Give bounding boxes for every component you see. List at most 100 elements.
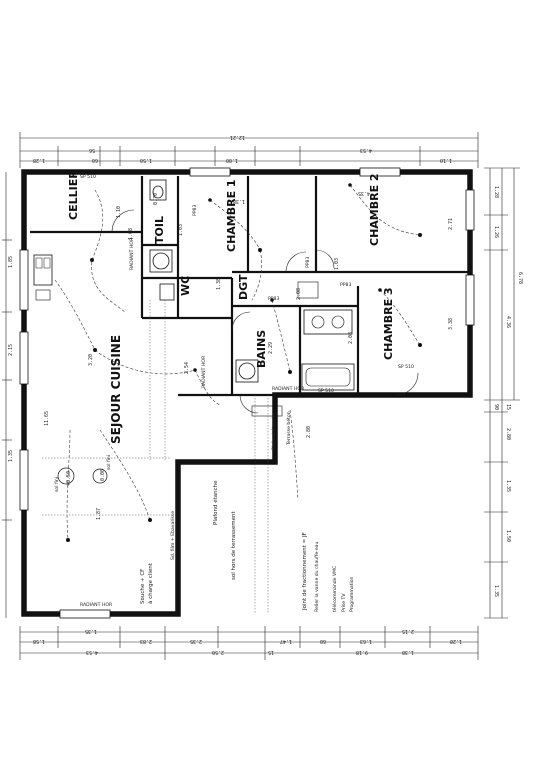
dim-inner-4: 3.20 xyxy=(88,354,94,366)
electrical-circuits xyxy=(42,184,421,614)
dim-bottom-f: 15 xyxy=(268,649,274,655)
dim-inner-8: 2.80 xyxy=(306,426,312,438)
dim-bottom-b: 1.35 xyxy=(85,628,97,634)
dim-bottom-g: 1.47 xyxy=(280,638,292,644)
dim-inner-5: 2.54 xyxy=(184,362,190,374)
dim-right-i: 90 xyxy=(493,404,499,410)
room-chambre-2: CHAMBRE 2 xyxy=(368,173,381,246)
dim-inner-19: -0.06 xyxy=(100,469,106,484)
dim-inner-10: 1.03 xyxy=(334,258,340,270)
dim-right-d: 4.36 xyxy=(505,316,511,328)
dim-inner-1: 4.35 xyxy=(358,190,370,196)
interior-walls xyxy=(30,176,470,397)
note-sol-fini-2: sol fini xyxy=(54,477,60,492)
dim-bottom-e: 2.50 xyxy=(212,649,224,655)
room-cellier: CELLIER xyxy=(67,170,80,220)
room-toilet: TOIL xyxy=(153,216,166,244)
dim-top-f: 1.10 xyxy=(440,157,452,163)
dim-bottom-left: 4.53 xyxy=(86,649,98,655)
dim-bottom-l: 1.38 xyxy=(402,649,414,655)
dim-bottom-a: 1.58 xyxy=(33,638,45,644)
dim-right-e: 2.80 xyxy=(505,428,511,440)
dim-top-d: 1.00 xyxy=(226,157,238,163)
dim-left-a: 1.85 xyxy=(8,256,14,268)
dim-inner-13: 1.38 xyxy=(233,198,245,204)
note-pp-2: PP83 xyxy=(268,296,279,302)
dim-left-b: 2.15 xyxy=(8,344,14,356)
dim-inner-3: 2.71 xyxy=(448,218,454,230)
dim-right-f: 1.35 xyxy=(505,480,511,492)
dim-bottom-j: 2.15 xyxy=(402,628,414,634)
room-labels: CELLIER SEJOUR CUISINE CHAMBRE 1 CHAMBRE… xyxy=(67,170,395,444)
note-plafond-etanche: Plafond étanche xyxy=(212,480,219,525)
room-sejour-cuisine: SEJOUR CUISINE xyxy=(109,335,123,444)
dim-inner-2: 3.38 xyxy=(448,318,454,330)
dim-bottom-i: 1.63 xyxy=(360,638,372,644)
dim-bottom-d: 2.35 xyxy=(190,638,202,644)
dim-top-b: 60 xyxy=(92,157,98,163)
note-legend-3: Relier la vanne du chauffe-eau xyxy=(314,542,320,612)
note-sol-fini-1: sol fini xyxy=(106,455,112,470)
dim-right-c: 6.78 xyxy=(517,272,523,284)
dim-inner-7: 1.87 xyxy=(96,508,102,520)
outlet-symbols xyxy=(66,183,422,542)
dim-bottom-k: 1.28 xyxy=(450,638,462,644)
note-radiant-4: RADIANT HOR xyxy=(272,386,305,392)
note-pp-3: PP83 xyxy=(340,282,351,288)
dim-top-c: 1.50 xyxy=(140,157,152,163)
fixtures xyxy=(33,179,355,485)
room-dgt: DGT xyxy=(237,274,250,300)
dim-top-left: 56 xyxy=(89,147,95,153)
dim-right-h: 1.35 xyxy=(493,585,499,597)
dim-inner-12: 2.08 xyxy=(296,288,302,300)
windows xyxy=(19,167,475,619)
dim-top-e: 4.53 xyxy=(360,147,372,153)
dim-right-a: 1.28 xyxy=(493,186,499,198)
note-legend-2: Programmation xyxy=(349,576,355,612)
dim-right-g: 1.50 xyxy=(505,530,511,542)
note-legend-4: Prise TV xyxy=(341,593,347,612)
dim-left-c: 1.35 xyxy=(8,450,14,462)
note-souche: Souche + CF xyxy=(140,569,146,604)
dim-inner-6: 11.65 xyxy=(44,411,50,426)
dim-bottom-h: 60 xyxy=(320,638,326,644)
dim-right-b: 1.26 xyxy=(493,226,499,238)
note-cheminee: à charge client xyxy=(147,562,154,604)
dim-inner-9: 2.29 xyxy=(268,342,274,354)
doors xyxy=(111,209,419,414)
room-bains: BAINS xyxy=(255,330,268,368)
dim-inner-20: +0.50 xyxy=(66,471,72,486)
note-sp-3: SP 510 xyxy=(398,364,414,370)
note-pp-4: PP83 xyxy=(192,205,198,216)
dim-bottom-c: 2.83 xyxy=(140,638,152,644)
note-sp-1: SP 510 xyxy=(80,174,96,180)
note-legend-1: télécommande VMC xyxy=(331,566,338,612)
note-film: Sd. film + Ebavarisse xyxy=(170,511,176,560)
dim-inner-16: 1.03 xyxy=(178,224,184,236)
room-chambre-3: CHAMBRE 3 xyxy=(382,287,395,360)
room-wc: WC xyxy=(179,276,192,296)
dim-inner-14: 2.08 xyxy=(348,332,354,344)
room-chambre-1: CHAMBRE 1 xyxy=(225,179,238,252)
dim-inner-18: 1.68 xyxy=(128,228,134,240)
dim-right-j: 15 xyxy=(505,404,511,410)
dimension-lines xyxy=(2,132,520,660)
note-joint-fractionnement: Joint de fractionnement = JF xyxy=(302,532,308,611)
dim-inner-11: 1.10 xyxy=(116,206,122,218)
dim-bottom-total: 9.18 xyxy=(356,649,368,655)
note-terrasse-beton: Terrasse béton xyxy=(285,411,292,446)
note-sp-2: SP 510 xyxy=(318,388,334,394)
dim-inner-17: 0.70 xyxy=(153,193,159,205)
dim-inner-15: 1.38 xyxy=(216,278,222,290)
dim-top-a: 1.28 xyxy=(33,157,45,163)
dim-top-total: 12.21 xyxy=(230,134,245,140)
note-radiant-2: RADIANT HOR xyxy=(201,355,207,388)
note-pp-1: PP83 xyxy=(305,257,311,268)
note-radiant-1: RADIANT HOR xyxy=(129,237,135,270)
dimension-labels: 12.21 56 1.28 60 1.50 1.00 4.53 1.10 9.1… xyxy=(8,134,523,655)
note-plafond-etanche-small: Plafond étanche xyxy=(270,413,277,450)
plan-notes: Plafond étanche sol hors de terrassement… xyxy=(54,174,414,612)
note-radiant-3: RADIANT HOR xyxy=(80,602,113,608)
note-sol-hors-terrassement: sol hors de terrassement xyxy=(231,510,237,580)
